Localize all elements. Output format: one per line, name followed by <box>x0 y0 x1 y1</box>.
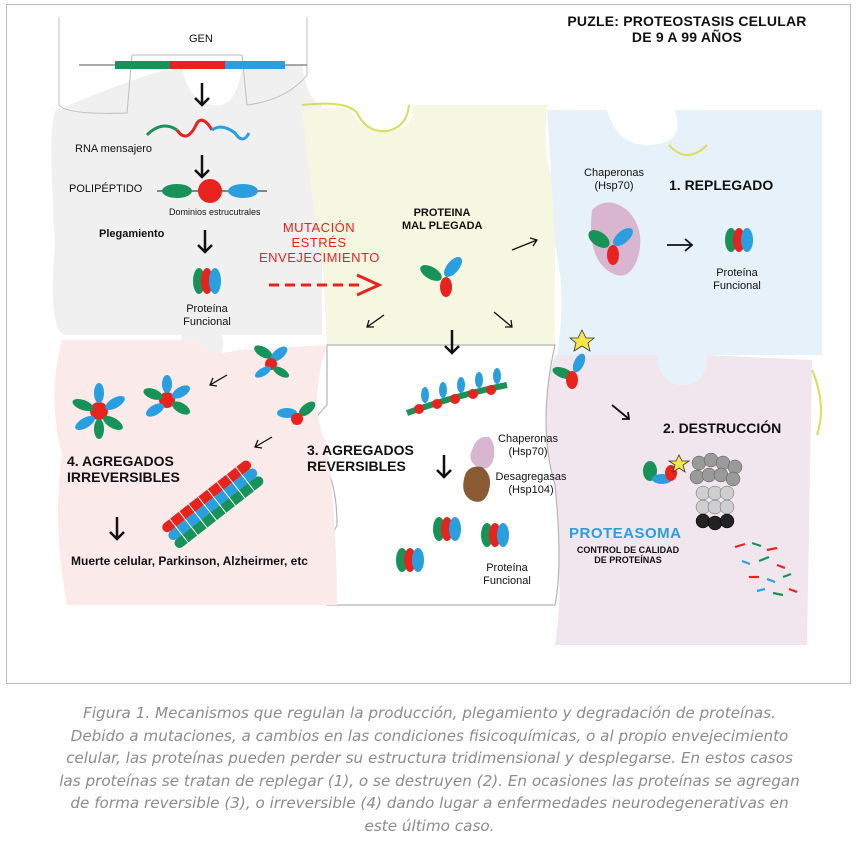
desagregasa-label: Desagregasas (Hsp104) <box>495 471 567 496</box>
polypeptide-label: POLIPÉPTIDO <box>69 183 143 195</box>
proteasome <box>643 452 743 531</box>
caption-line: de forma reversible (3), o irreversible … <box>70 794 789 813</box>
functional-protein-label-1: Proteína Funcional <box>183 303 231 328</box>
caption-line: Figura 1. Mecanismos que regulan la prod… <box>83 704 776 722</box>
chaperone-desagregasa <box>463 436 495 502</box>
caption-line: las proteínas se tratan de replegar (1),… <box>59 771 800 790</box>
domains-label: Dominios estrucutrales <box>169 207 261 217</box>
disease-label: Muerte celular, Parkinson, Alzheirmer, e… <box>71 554 308 568</box>
quality-control-label: CONTROL DE CALIDAD DE PROTEÍNAS <box>576 545 680 566</box>
misfolded-protein <box>420 257 462 297</box>
destruction-heading: 2. DESTRUCCIÓN <box>663 420 782 436</box>
chaperone-label-2: Chaperonas (Hsp70) <box>498 433 558 458</box>
destruction-arrow <box>611 404 631 420</box>
mutation-label: MUTACIÓN ESTRÉS ENVEJECIMIENTO <box>259 220 380 265</box>
caption-line: Debido a mutaciones, a cambios en las co… <box>70 726 789 745</box>
puzzle-piece-irreversible <box>54 340 337 605</box>
mrna-strand <box>145 118 251 141</box>
refolded-heading: 1. REPLEGADO <box>669 177 774 193</box>
puzzle-diagram <box>51 17 822 645</box>
irreversible-fibril <box>162 460 264 548</box>
mutation-arrow <box>269 273 383 297</box>
puzzle-piece-destruction <box>538 355 822 645</box>
death-arrow <box>109 517 125 541</box>
figure-title: PUZLE: PROTEOSTASIS CELULAR DE 9 A 99 AÑ… <box>567 13 807 46</box>
gene-bar <box>79 61 307 69</box>
rna-label: RNA mensajero <box>75 143 153 155</box>
reversible-aggregate <box>405 368 508 416</box>
gene-label: GEN <box>189 33 213 45</box>
puzzle-piece-misfolded <box>301 102 555 345</box>
peptide-fragments <box>734 541 798 597</box>
misfolded-arrows <box>366 237 539 328</box>
figure-panel: PUZLE: PROTEOSTASIS CELULAR DE 9 A 99 AÑ… <box>6 4 851 684</box>
functional-proteins-3 <box>396 517 509 572</box>
functional-protein-1 <box>193 268 221 294</box>
puzzle-piece-synthesis <box>51 17 322 365</box>
down-arrow-aggregation <box>444 330 460 355</box>
synthesis-arrows <box>194 83 213 254</box>
irreversible-arrows <box>209 374 273 449</box>
disaggregation-arrow <box>436 455 452 479</box>
puzzle-piece-refolded <box>547 110 822 385</box>
folding-label: Plegamiento <box>99 228 165 240</box>
misfolded-cluster <box>72 345 316 439</box>
refold-arrow <box>667 238 694 252</box>
functional-protein-2 <box>725 228 753 252</box>
polypeptide-domains <box>157 179 267 203</box>
irreversible-heading: 4. AGREGADOS IRREVERSIBLES <box>67 453 180 486</box>
functional-protein-label-2: Proteína Funcional <box>713 267 761 292</box>
caption-line: este último caso. <box>364 816 495 835</box>
reversible-heading: 3. AGREGADOS REVERSIBLES <box>307 442 414 475</box>
functional-protein-label-3: Proteína Funcional <box>483 562 531 587</box>
figure-caption: Figura 1. Mecanismos que regulan la prod… <box>0 702 859 838</box>
tagged-protein <box>552 329 596 389</box>
misfolded-label: PROTEINA MAL PLEGADA <box>402 207 483 232</box>
caption-line: celular, las proteínas pueden perder su … <box>66 749 793 768</box>
proteasome-label: PROTEASOMA <box>569 525 682 542</box>
chaperone-complex-1 <box>588 202 641 276</box>
chaperone-label-1: Chaperonas (Hsp70) <box>584 167 644 192</box>
